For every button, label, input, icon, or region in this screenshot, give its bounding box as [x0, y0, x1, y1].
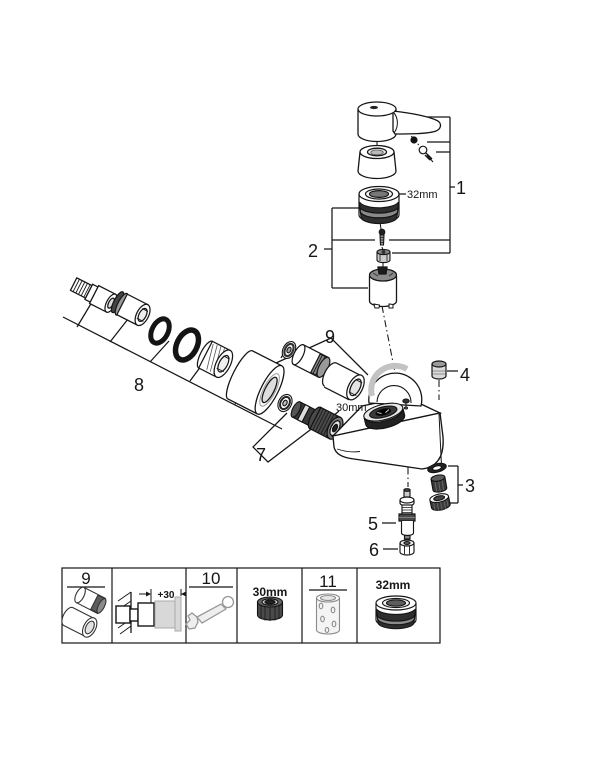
legend-extension-diagram [115, 589, 186, 635]
dim-30mm: 30mm [336, 402, 367, 414]
handle-cap [357, 144, 397, 180]
o-ring-large [172, 327, 202, 363]
callout-6: 6 [369, 540, 379, 560]
seal-washer [427, 462, 447, 474]
legend-check-valve-icon [74, 586, 107, 615]
diverter-valve [398, 488, 416, 540]
thread-ring-32mm [358, 185, 400, 225]
legend-label-30mm: 30mm [253, 585, 288, 599]
hex-nut [399, 539, 415, 556]
shower-outlet-ring [363, 402, 406, 430]
nut-30mm-icon [256, 596, 284, 621]
legend-label-9: 9 [81, 569, 90, 588]
extension-sleeve-icon [315, 593, 341, 635]
plug-screw [431, 360, 447, 380]
legend-label-10: 10 [202, 569, 221, 588]
cartridge [368, 266, 398, 309]
legend-label-11: 11 [319, 572, 337, 591]
ring-nut [429, 493, 451, 512]
s-union-fitting [69, 277, 118, 313]
union-cap [110, 291, 151, 327]
valve-insert [430, 474, 448, 493]
bracket-3 [448, 465, 463, 504]
body-screw [402, 398, 410, 410]
cartridge-screw [378, 228, 386, 246]
valve-socket [321, 362, 365, 401]
ring-32mm-icon [375, 595, 417, 630]
callout-8: 8 [134, 375, 144, 395]
bracket-1 [421, 116, 455, 253]
valve-dome [368, 362, 423, 407]
dim-32mm: 32mm [407, 189, 438, 201]
callout-5: 5 [368, 514, 378, 534]
mounting-nut [196, 340, 234, 379]
wrench-icon [185, 595, 235, 630]
handle-screw [410, 136, 433, 161]
legend-label-32mm: 32mm [376, 578, 411, 592]
lever-handle [357, 101, 442, 143]
callout-1: 1 [456, 178, 466, 198]
escutcheon [225, 350, 285, 415]
legend-dim-plus30: +30 [158, 590, 175, 601]
bracket-8 [62, 301, 283, 430]
callout-9: 9 [325, 327, 335, 347]
cartridge-nut [376, 248, 391, 264]
bracket-2 [324, 207, 450, 289]
spout-washer [277, 393, 293, 413]
callout-2: 2 [308, 241, 318, 261]
o-ring-small [148, 316, 172, 346]
dimension-30 [139, 589, 186, 603]
extension-ghost [154, 596, 182, 632]
callout-4: 4 [460, 365, 470, 385]
legend-valve-socket-icon [61, 606, 98, 638]
callout-7: 7 [256, 445, 266, 465]
callout-3: 3 [465, 476, 475, 496]
label-dashes [382, 193, 458, 550]
